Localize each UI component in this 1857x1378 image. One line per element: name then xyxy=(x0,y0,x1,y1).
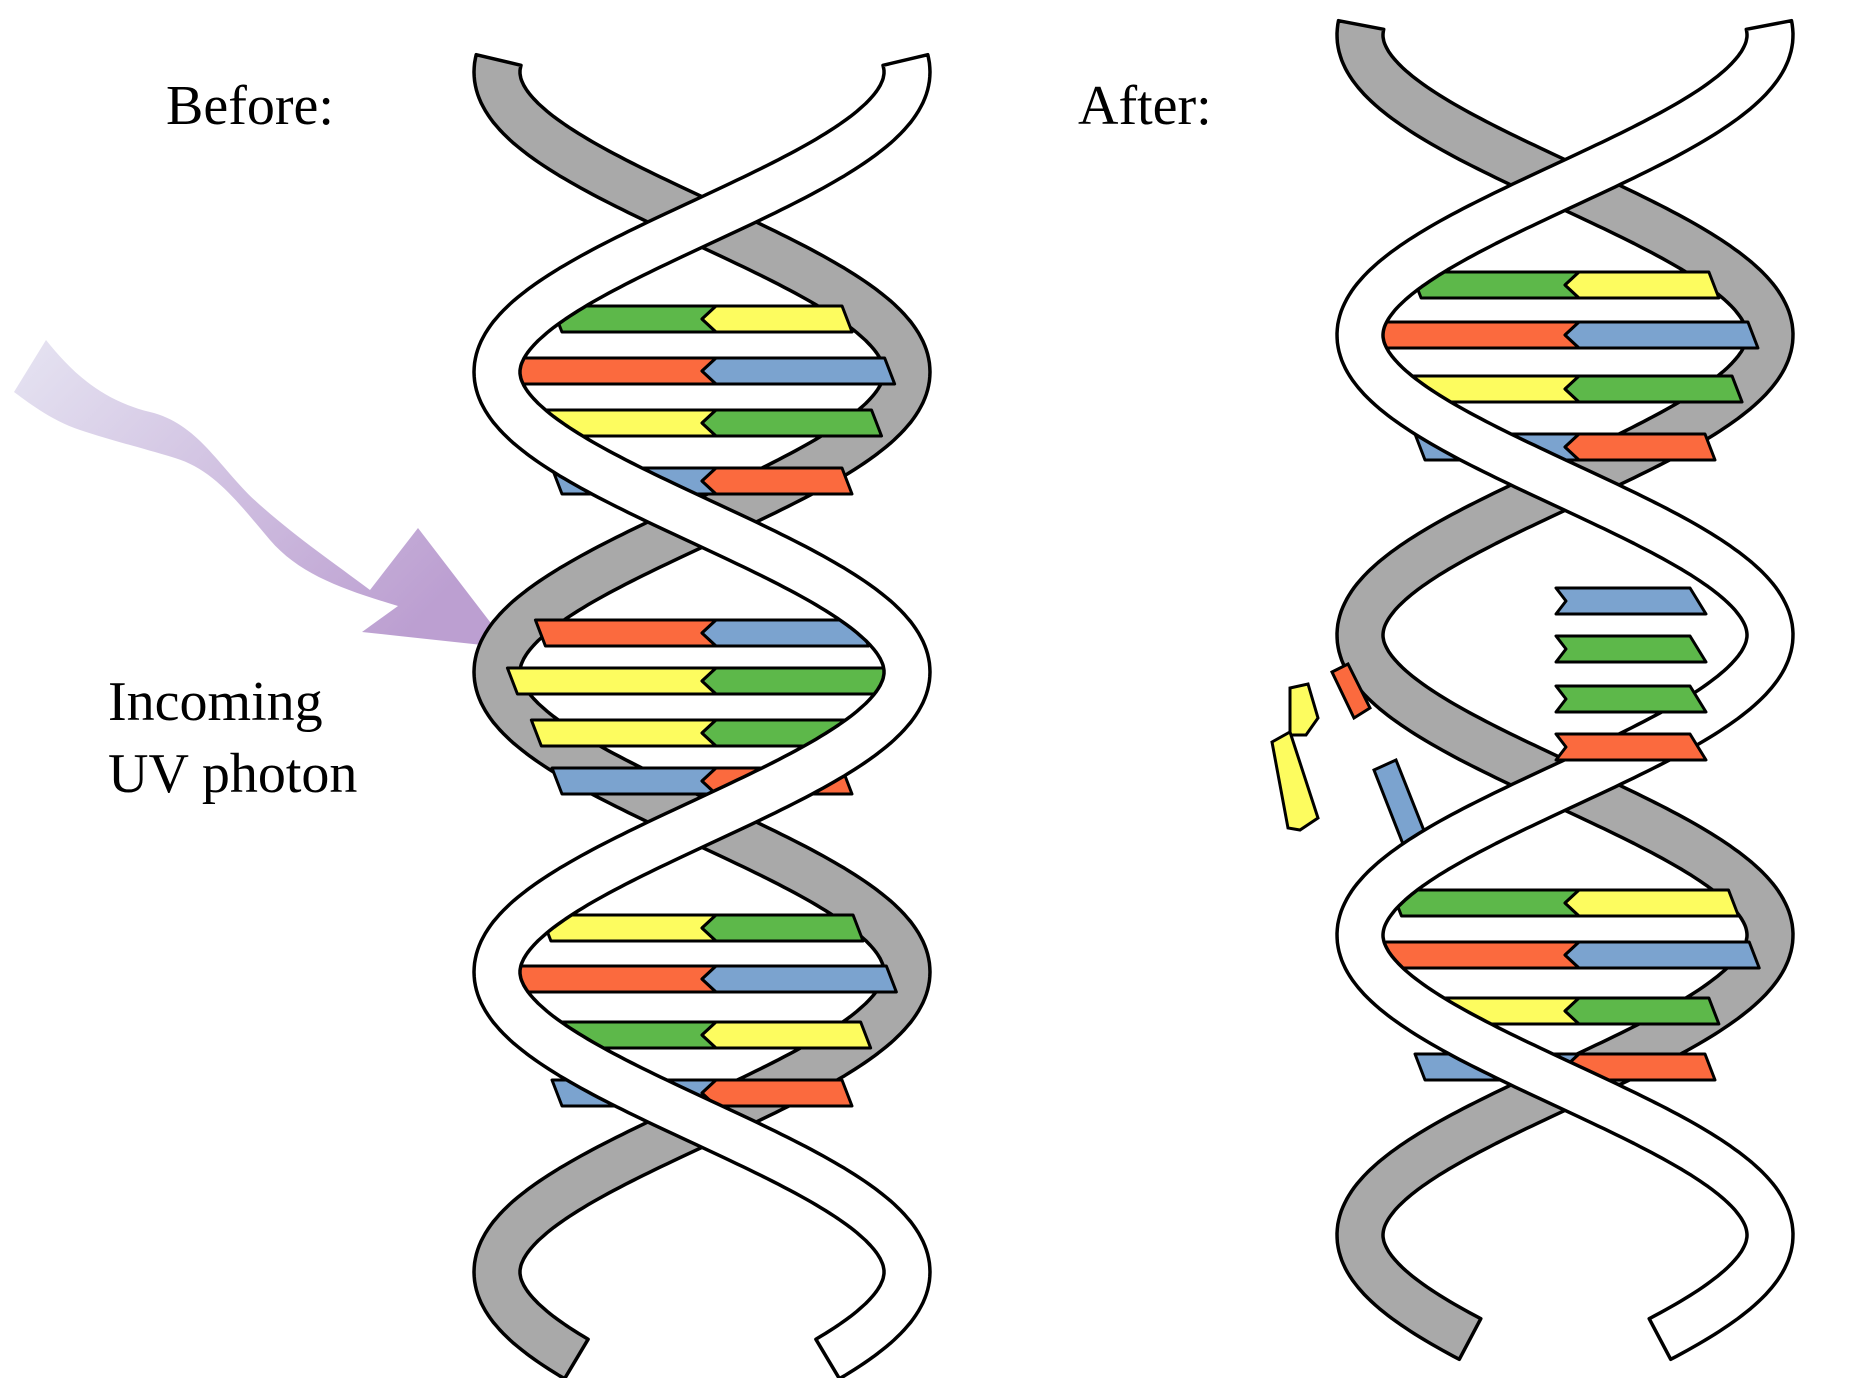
front-strand xyxy=(1335,18,1795,1362)
base-pair-1-1-right xyxy=(700,666,899,696)
base-pair-2-0-left xyxy=(1389,888,1581,918)
base-pair-0-0-right xyxy=(1563,270,1721,300)
base-pair-2-1-left xyxy=(1369,940,1581,970)
base-pair-2-1-right xyxy=(700,964,898,994)
base-pair-0-3-right xyxy=(700,466,854,496)
half-base-3 xyxy=(1554,732,1708,762)
dna-double-helix-intact xyxy=(472,52,932,1378)
remaining-half-bases xyxy=(1554,586,1708,762)
uv-photon-wave xyxy=(14,340,510,648)
base-pair-2-1-right xyxy=(1563,940,1761,970)
base-pair-0-1-left xyxy=(1370,320,1581,350)
broken-base-yellow-bottom xyxy=(1270,729,1320,832)
base-pair-1-1-left xyxy=(505,666,718,696)
base-pair-0-0-right xyxy=(700,304,854,334)
base-pair-1-3-left xyxy=(550,766,718,796)
after-label: After: xyxy=(1078,75,1212,137)
base-pair-0-1-right xyxy=(1563,320,1760,350)
uv-photon-label-line2: UV photon xyxy=(108,743,358,805)
uv-photon-label: Incoming UV photon xyxy=(108,666,357,810)
broken-base-yellow-top xyxy=(1288,682,1320,737)
base-pair-2-3-right xyxy=(700,1078,854,1108)
base-pair-2-0-right xyxy=(700,913,865,943)
before-label: Before: xyxy=(166,75,334,137)
base-pair-2-1-left xyxy=(506,964,718,994)
base-pair-2-0-right xyxy=(1563,888,1741,918)
broken-base-red xyxy=(1330,661,1372,721)
base-pair-0-1-left xyxy=(507,356,718,386)
base-pair-1-0-right xyxy=(700,618,871,648)
front-strand xyxy=(472,52,932,1378)
half-base-0 xyxy=(1554,586,1708,616)
dna-double-helix-damaged xyxy=(1270,18,1795,1362)
half-base-1 xyxy=(1554,634,1708,664)
base-pair-1-0-left xyxy=(533,618,718,648)
base-pair-0-1-right xyxy=(700,356,897,386)
base-pair-2-2-right xyxy=(700,1020,873,1050)
base-pairs xyxy=(1369,270,1761,1082)
base-pair-0-2-right xyxy=(700,408,884,438)
uv-photon-arrow xyxy=(14,340,510,648)
base-pair-1-2-left xyxy=(529,718,718,748)
base-pair-0-2-right xyxy=(1563,374,1744,404)
base-pair-2-2-right xyxy=(1563,996,1721,1026)
half-base-2 xyxy=(1554,684,1708,714)
base-pair-0-3-right xyxy=(1563,432,1717,462)
uv-photon-label-line1: Incoming xyxy=(108,671,323,733)
